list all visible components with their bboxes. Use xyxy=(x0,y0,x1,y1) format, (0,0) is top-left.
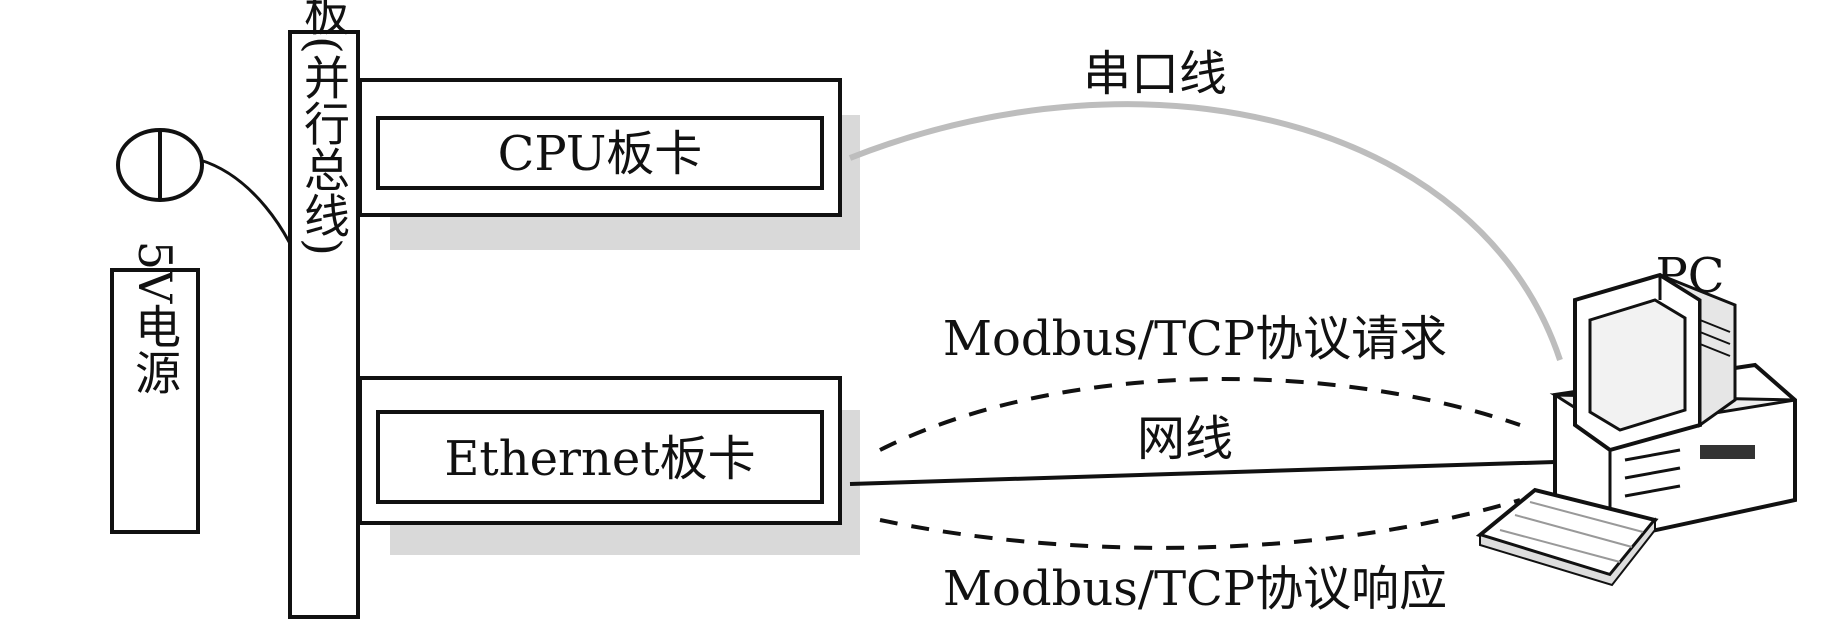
backplane: 背板(并行总线) xyxy=(288,0,360,619)
request-arrow xyxy=(879,376,1521,452)
response-arrow xyxy=(879,498,1521,550)
ethernet-card: Ethernet板卡 xyxy=(358,376,860,555)
cpu-card: CPU板卡 xyxy=(358,78,860,250)
response-label: Modbus/TCP协议响应 xyxy=(943,561,1447,617)
cpu-card-label: CPU板卡 xyxy=(498,126,703,182)
power-supply-box: 5V电源 xyxy=(110,241,200,534)
power-label: 5V电源 xyxy=(128,241,182,396)
network-cable-label: 网线 xyxy=(1137,411,1233,467)
computer-icon xyxy=(1475,272,1797,587)
ethernet-card-label: Ethernet板卡 xyxy=(444,431,755,487)
request-label: Modbus/TCP协议请求 xyxy=(943,311,1447,367)
backplane-label: 背板(并行总线) xyxy=(297,0,351,256)
network-cable-line xyxy=(849,460,1556,486)
power-plug-icon xyxy=(116,128,307,281)
serial-cable-line xyxy=(848,101,1563,361)
serial-cable-label: 串口线 xyxy=(1083,46,1227,102)
